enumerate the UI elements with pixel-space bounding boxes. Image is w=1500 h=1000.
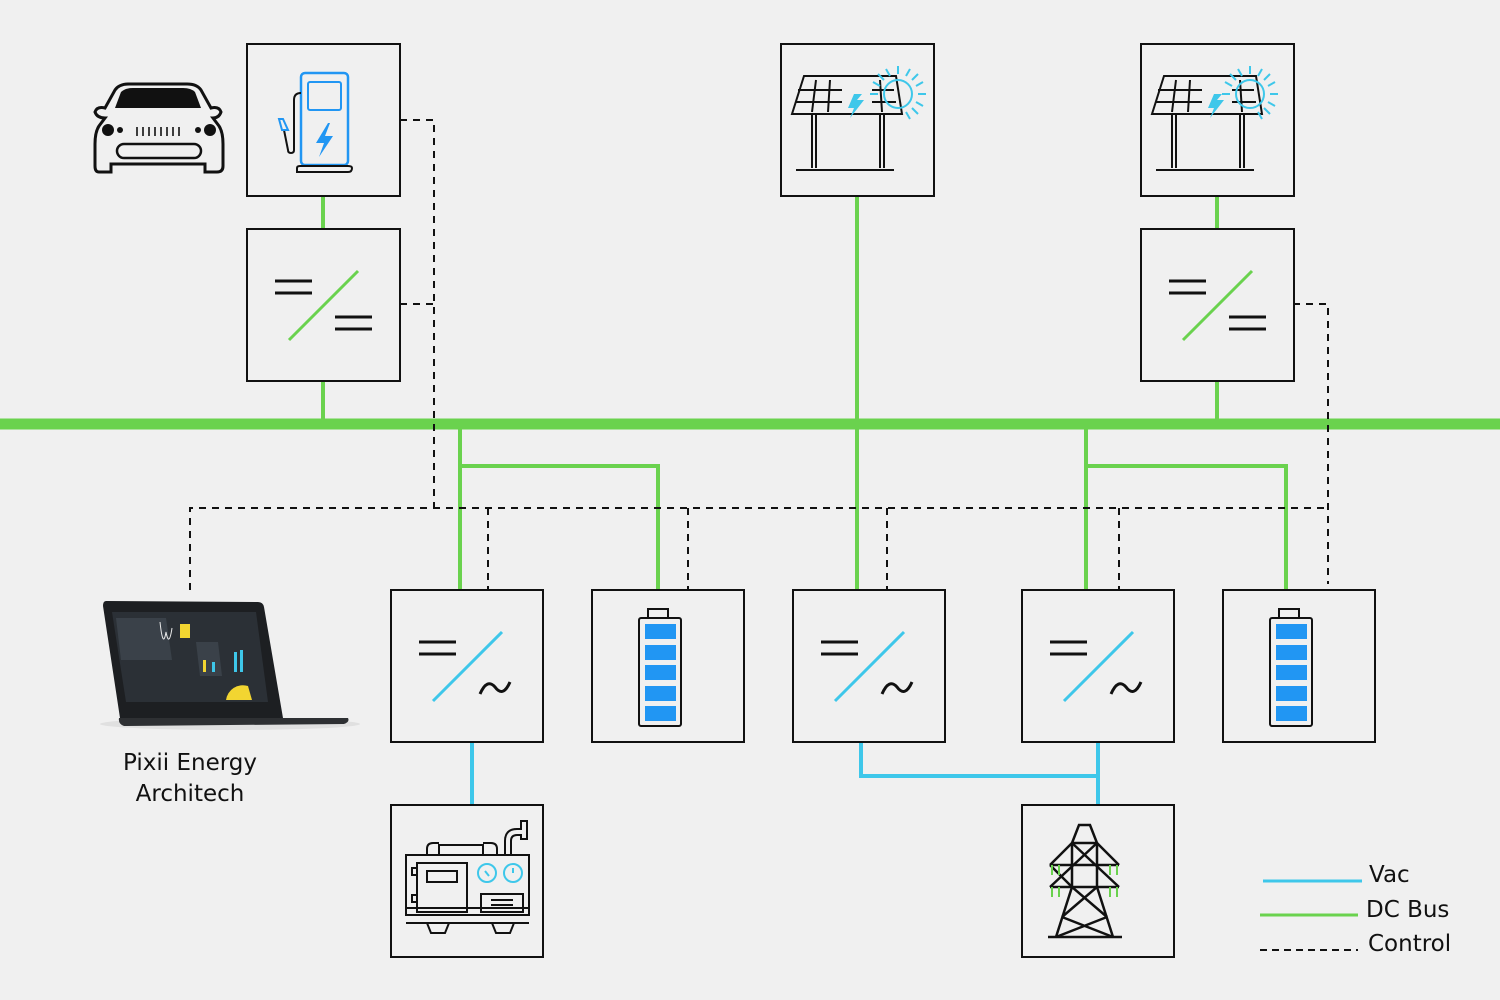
- car-icon: [93, 82, 225, 174]
- battery-2-box[interactable]: [1222, 589, 1376, 743]
- legend: [1260, 879, 1362, 951]
- solar-panel-icon: [1150, 66, 1278, 171]
- dcdc-converter-2-box[interactable]: [1140, 228, 1295, 382]
- solar-panel-1-box[interactable]: [780, 43, 935, 197]
- dc-ac-inverter-icon: [1050, 630, 1143, 703]
- vac-link-inverter2-to-grid: [859, 742, 1098, 778]
- battery-1-box[interactable]: [591, 589, 745, 743]
- legend-label-vac: Vac: [1369, 862, 1410, 888]
- inverter-1-box[interactable]: [390, 589, 544, 743]
- laptop-label-line2: Architech: [135, 781, 245, 807]
- control-bus-main: [189, 507, 1328, 590]
- dc-link-bus-to-battery2: [1086, 464, 1288, 591]
- grid-box[interactable]: [1021, 804, 1175, 958]
- ev-charger-icon: [277, 71, 354, 173]
- control-link-ev-charger: [400, 119, 435, 508]
- laptop-label: Pixii Energy Architech: [90, 748, 290, 810]
- control-connections: [189, 119, 1329, 591]
- vac-connections: [470, 742, 1100, 805]
- generator-icon: [405, 820, 530, 934]
- legend-label-dc-bus: DC Bus: [1366, 897, 1450, 923]
- laptop-dashboard-icon: [100, 601, 360, 730]
- battery-icon: [638, 608, 682, 727]
- dc-ac-inverter-icon: [419, 630, 512, 703]
- generator-box[interactable]: [390, 804, 544, 958]
- battery-icon: [1269, 608, 1313, 727]
- transmission-tower-icon: [1048, 823, 1122, 939]
- dc-dc-converter-icon: [1169, 269, 1266, 342]
- laptop-label-line1: Pixii Energy: [123, 750, 257, 776]
- inverter-2-box[interactable]: [792, 589, 946, 743]
- solar-panel-icon: [790, 66, 926, 171]
- ev-charger-box[interactable]: [246, 43, 401, 197]
- legend-label-control: Control: [1368, 931, 1452, 957]
- dc-link-bus-to-battery1: [460, 464, 660, 591]
- dc-ac-inverter-icon: [821, 630, 914, 703]
- inverter-3-box[interactable]: [1021, 589, 1175, 743]
- dcdc-converter-1-box[interactable]: [246, 228, 401, 382]
- control-link-dcdc2: [1293, 303, 1329, 584]
- solar-panel-2-box[interactable]: [1140, 43, 1295, 197]
- component-boxes: [246, 43, 1376, 958]
- dc-dc-converter-icon: [275, 269, 372, 342]
